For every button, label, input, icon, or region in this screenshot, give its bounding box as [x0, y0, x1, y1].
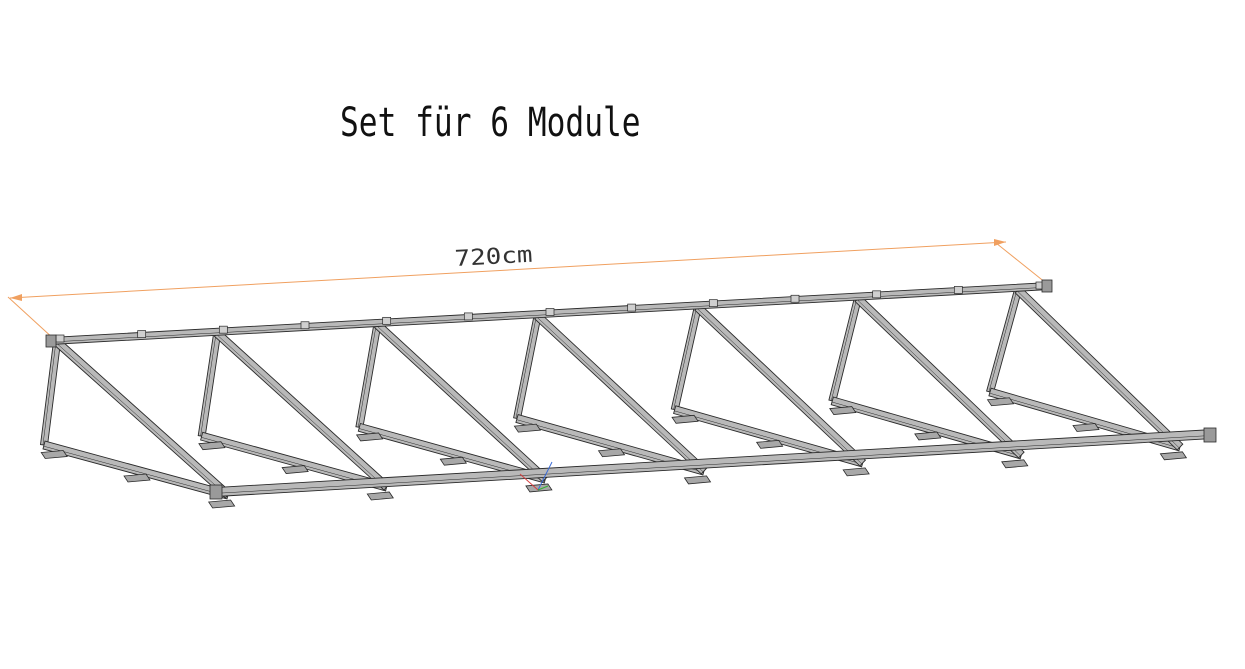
- triangle-frame-4: [513, 312, 712, 485]
- ground-plate: [207, 499, 236, 509]
- ground-plate: [355, 432, 384, 442]
- rail-assembly: [45, 279, 1217, 500]
- ground-plate: [986, 397, 1015, 407]
- rail-end-cap: [1041, 279, 1053, 293]
- rear-leg: [39, 341, 62, 446]
- module-clamp: [55, 334, 65, 343]
- axis-y: [537, 485, 549, 491]
- diagonal-strut-edge: [536, 316, 704, 473]
- dimension-label: 720cm: [454, 243, 533, 272]
- module-clamp: [708, 299, 718, 308]
- base-bar-edge: [43, 445, 228, 497]
- rear-leg: [828, 297, 862, 403]
- module-clamp: [463, 312, 473, 321]
- rear-leg-edge: [515, 315, 537, 419]
- rear-leg-edge: [358, 324, 377, 428]
- ground-plate: [842, 467, 870, 477]
- diagonal-strut-edge: [696, 308, 863, 465]
- ground-plate: [40, 450, 68, 459]
- triangle-frame-1: [39, 338, 236, 509]
- dimension-annotation: 720cm: [7, 239, 1047, 341]
- ground-plate: [123, 473, 151, 483]
- rail-end-cap: [1203, 427, 1217, 443]
- module-clamp: [382, 316, 392, 325]
- rear-leg: [986, 288, 1022, 394]
- module-clamp: [790, 294, 800, 303]
- frame-assembly: [39, 286, 1188, 509]
- ground-plate: [1072, 423, 1100, 432]
- triangle-frame-2: [197, 329, 394, 501]
- front-rail-edge: [216, 435, 1214, 494]
- origin-axis-indicator: [519, 461, 553, 491]
- ground-plate: [671, 414, 699, 424]
- axis-z: [537, 461, 553, 491]
- rear-leg-edge: [673, 307, 697, 410]
- ground-plate: [198, 441, 226, 451]
- triangle-frame-5: [670, 303, 870, 477]
- ground-plate: [513, 423, 542, 433]
- ground-plate: [914, 431, 942, 441]
- ground-plate: [683, 475, 712, 485]
- diagonal-strut-edge: [56, 342, 228, 497]
- drawing-title: Set für 6 Module: [340, 100, 641, 146]
- ground-plate: [597, 448, 626, 458]
- ground-plate: [281, 465, 309, 475]
- ground-plate: [829, 406, 857, 415]
- rear-leg: [197, 332, 222, 438]
- rear-leg-edge: [988, 289, 1018, 392]
- module-clamp: [300, 321, 310, 330]
- axis-x: [519, 473, 539, 491]
- module-clamp: [137, 330, 147, 338]
- rear-leg: [670, 306, 702, 411]
- dimension-arrow-left: [10, 294, 22, 301]
- dimension-line: [9, 241, 1007, 299]
- rear-leg-edge: [831, 298, 858, 401]
- rear-leg: [513, 314, 542, 420]
- ground-plate: [1001, 459, 1029, 469]
- rail-end-cap: [45, 334, 57, 348]
- rear-leg-edge: [42, 341, 57, 445]
- module-clamp: [218, 325, 228, 334]
- rail-end-cap: [209, 484, 223, 500]
- module-clamp: [627, 303, 637, 312]
- rear-leg: [355, 323, 382, 429]
- ground-plate: [755, 439, 784, 449]
- dimension-arrow-right: [994, 239, 1006, 246]
- dimension-extension-right: [995, 242, 1047, 284]
- rear-leg-edge: [200, 333, 217, 437]
- ground-plate: [1159, 451, 1188, 461]
- diagonal-strut-edge: [376, 325, 545, 481]
- ground-plate: [439, 456, 468, 466]
- dimension-extension-left: [7, 296, 56, 341]
- diagonal-strut-edge: [1016, 290, 1180, 449]
- module-clamp: [872, 290, 882, 299]
- module-clamp: [953, 286, 963, 294]
- module-clamp: [545, 308, 555, 316]
- ground-plate: [366, 491, 394, 501]
- diagonal-strut-edge: [216, 334, 387, 489]
- diagonal-strut-edge: [856, 299, 1021, 457]
